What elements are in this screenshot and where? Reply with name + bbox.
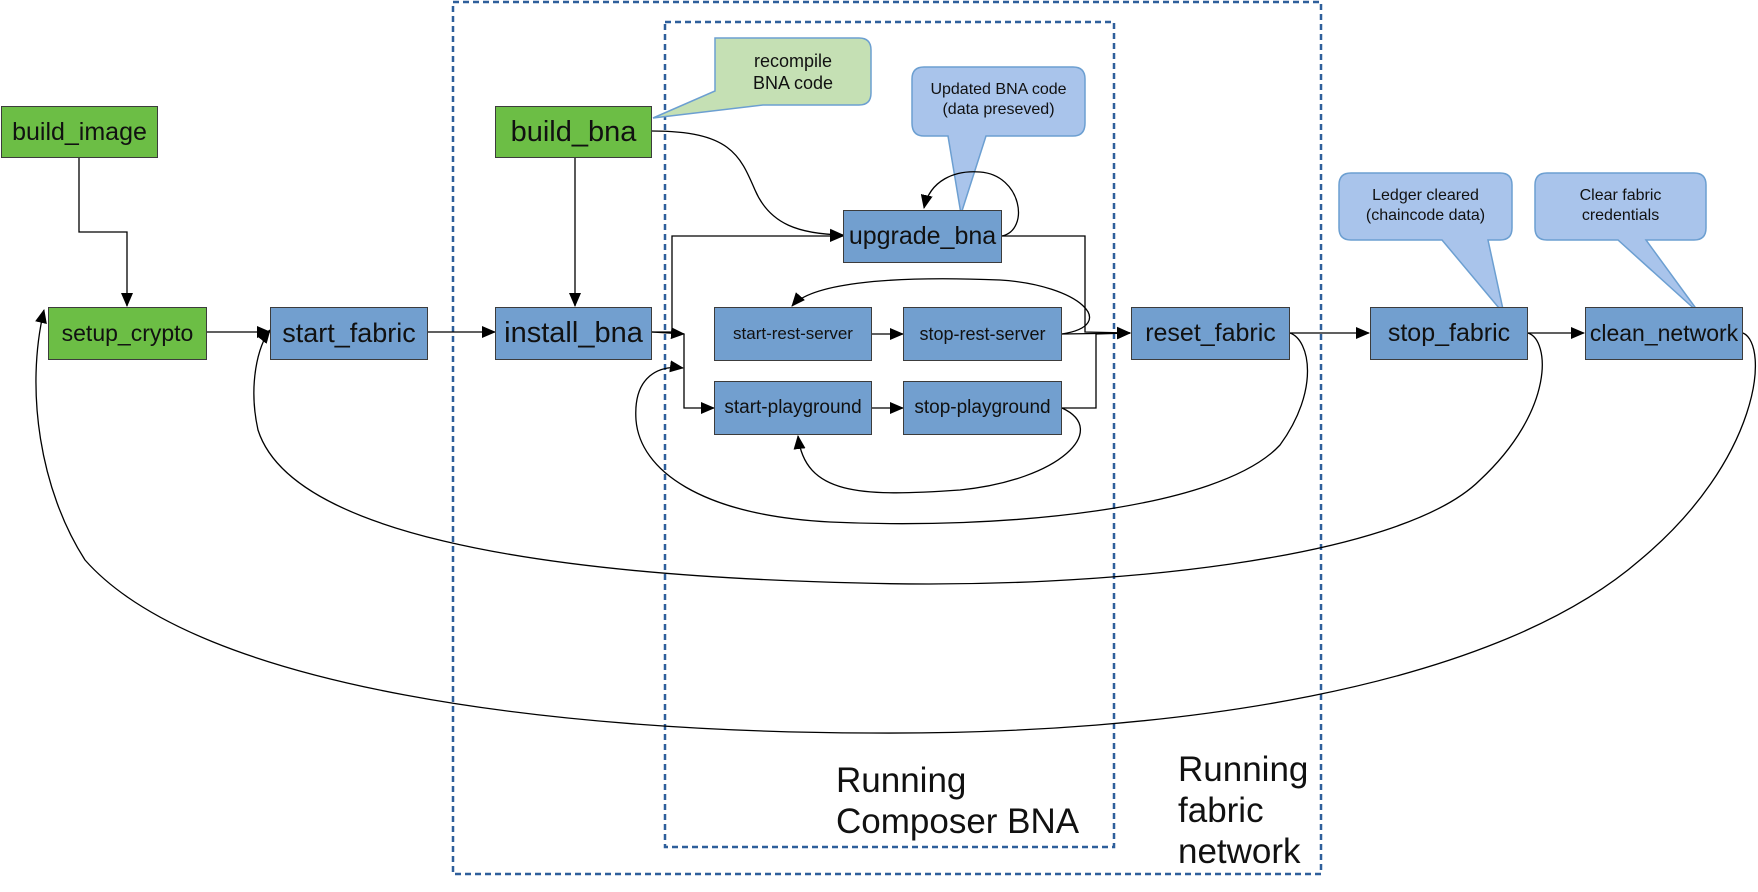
stop-fabric-label: stop_fabric <box>1387 319 1511 347</box>
ledger-callout-shape <box>1338 172 1513 315</box>
start-rest-server-label: start-rest-server <box>733 324 853 343</box>
edge-build-image-to-setup-crypto <box>78 158 133 307</box>
edge-stop-playground-to-reset-fabric <box>1062 327 1131 409</box>
stop-rest-server-label: stop-rest-server <box>919 323 1046 344</box>
stop-playground-node[interactable]: stop-playground <box>903 381 1062 435</box>
edge-reset-fabric-loop-to-install-bna <box>635 332 1309 525</box>
start-playground-node[interactable]: start-playground <box>714 381 872 435</box>
recompile-callout-line-1: recompile <box>753 51 833 71</box>
updated-bna-callout: Updated BNA code (data preseved) <box>912 80 1085 120</box>
build-image-label: build_image <box>12 117 147 146</box>
clean-network-label: clean_network <box>1589 320 1739 346</box>
clean-network-node[interactable]: clean_network <box>1585 307 1743 360</box>
build-bna-label: build_bna <box>510 115 637 148</box>
ledger-cleared-callout: Ledger cleared (chaincode data) <box>1339 186 1512 226</box>
edge-stop-rest-loop-to-start-rest <box>791 278 1090 335</box>
clear-credentials-callout: Clear fabric credentials <box>1535 186 1706 226</box>
clear-callout-line-1: Clear fabric <box>1579 187 1662 204</box>
install-bna-label: install_bna <box>504 317 643 349</box>
fabric-network-label-line-2: fabric <box>1178 791 1264 830</box>
reset-fabric-label: reset_fabric <box>1145 319 1276 347</box>
stop-fabric-node[interactable]: stop_fabric <box>1370 307 1528 360</box>
running-fabric-network-label: Running fabric network <box>1178 749 1308 872</box>
composer-bna-label-line-1: Running <box>836 761 967 800</box>
fabric-network-label-line-1: Running <box>1178 750 1309 789</box>
updated-bna-callout-shape <box>911 66 1086 215</box>
start-fabric-node[interactable]: start_fabric <box>270 307 428 360</box>
edge-install-bna-to-start-playground <box>671 331 715 414</box>
upgrade-bna-node[interactable]: upgrade_bna <box>843 210 1002 263</box>
updated-bna-callout-line-1: Updated BNA code <box>930 81 1067 98</box>
fabric-network-label-line-3: network <box>1178 832 1301 871</box>
edge-stop-fabric-loop-to-start-fabric <box>253 329 1543 585</box>
composer-bna-label-line-2: Composer BNA <box>836 802 1080 841</box>
setup-crypto-label: setup_crypto <box>61 320 194 346</box>
running-fabric-network-region <box>451 0 1323 876</box>
build-bna-node[interactable]: build_bna <box>495 106 652 158</box>
install-bna-node[interactable]: install_bna <box>495 307 652 360</box>
running-composer-bna-region <box>663 20 1116 849</box>
recompile-callout-shape <box>652 37 872 119</box>
updated-bna-callout-line-2: (data preseved) <box>942 101 1055 118</box>
edge-upgrade-bna-self-loop <box>920 171 1020 237</box>
recompile-callout: recompile BNA code <box>715 50 871 94</box>
ledger-callout-line-2: (chaincode data) <box>1365 207 1486 224</box>
running-composer-bna-label: Running Composer BNA <box>836 760 1079 842</box>
clear-callout-line-2: credentials <box>1581 207 1660 224</box>
clear-credentials-callout-shape <box>1534 172 1707 315</box>
stop-rest-server-node[interactable]: stop-rest-server <box>903 307 1062 361</box>
edge-build-bna-to-upgrade-bna <box>651 130 844 241</box>
recompile-callout-line-2: BNA code <box>752 73 834 93</box>
upgrade-bna-label: upgrade_bna <box>848 222 997 250</box>
build-image-node[interactable]: build_image <box>1 106 158 158</box>
start-playground-label: start-playground <box>724 397 862 418</box>
edge-clean-network-loop-to-setup-crypto <box>35 309 1757 734</box>
stop-playground-label: stop-playground <box>914 397 1051 418</box>
edge-upgrade-bna-to-reset-fabric <box>1002 235 1131 339</box>
start-rest-server-node[interactable]: start-rest-server <box>714 307 872 361</box>
reset-fabric-node[interactable]: reset_fabric <box>1131 307 1290 360</box>
edge-stop-playground-loop-to-start-playground <box>793 407 1082 494</box>
start-fabric-label: start_fabric <box>282 318 416 348</box>
ledger-callout-line-1: Ledger cleared <box>1372 187 1479 204</box>
setup-crypto-node[interactable]: setup_crypto <box>48 307 207 360</box>
